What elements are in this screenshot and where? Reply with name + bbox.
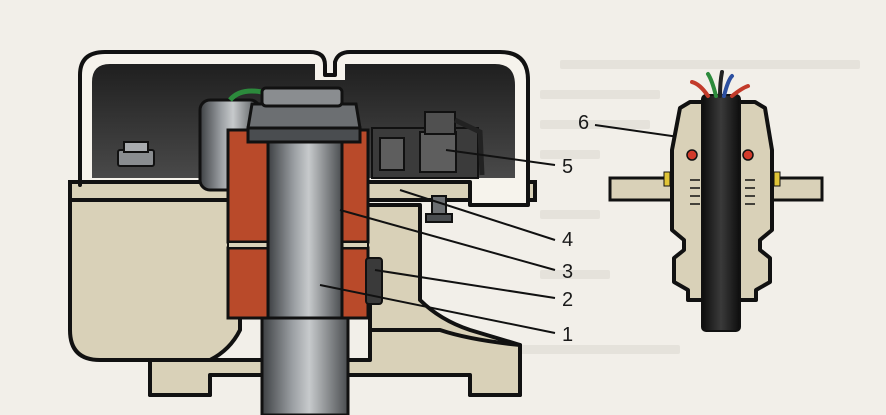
leader-line-5 [445,149,556,166]
callout-label-2: 2 [562,289,574,311]
background-text-line [540,150,600,159]
cable-wires [690,70,750,98]
connector-pin [419,131,457,173]
connector-cable [453,117,485,176]
gland-marker-right [773,171,781,187]
nut-top [260,86,344,108]
callout-label-1: 1 [562,324,574,346]
leader-lines [319,124,736,334]
background-text-line [540,270,610,279]
gland-threads [690,179,755,205]
background-text-line [520,345,680,354]
washer [246,126,362,144]
background-text-line [540,210,600,219]
plate-bolt-head [425,213,453,223]
shaft [266,140,344,330]
connector-pin [379,137,405,171]
shaft-lower [260,316,350,415]
hex-nut [246,102,362,130]
gland-marker-left [663,171,671,187]
leader-line-3 [339,209,556,271]
right-assembly [608,70,824,332]
callout-label-6: 6 [578,112,590,134]
background-text-line [540,120,650,129]
callout-label-3: 3 [562,261,574,283]
leader-line-2 [374,269,556,299]
terminal-screw-head [123,141,149,153]
callout-label-4: 4 [562,229,574,251]
leader-line-4 [399,189,556,241]
seal-ring-right [742,149,754,161]
green-wire [228,88,263,102]
callout-label-5: 5 [562,156,574,178]
seal-ring-left [686,149,698,161]
left-assembly [68,50,537,415]
leader-line-1 [319,284,556,334]
background-text-line [540,90,660,99]
connector-plug [424,111,456,135]
background-text-line [560,60,860,69]
cable [701,94,741,332]
